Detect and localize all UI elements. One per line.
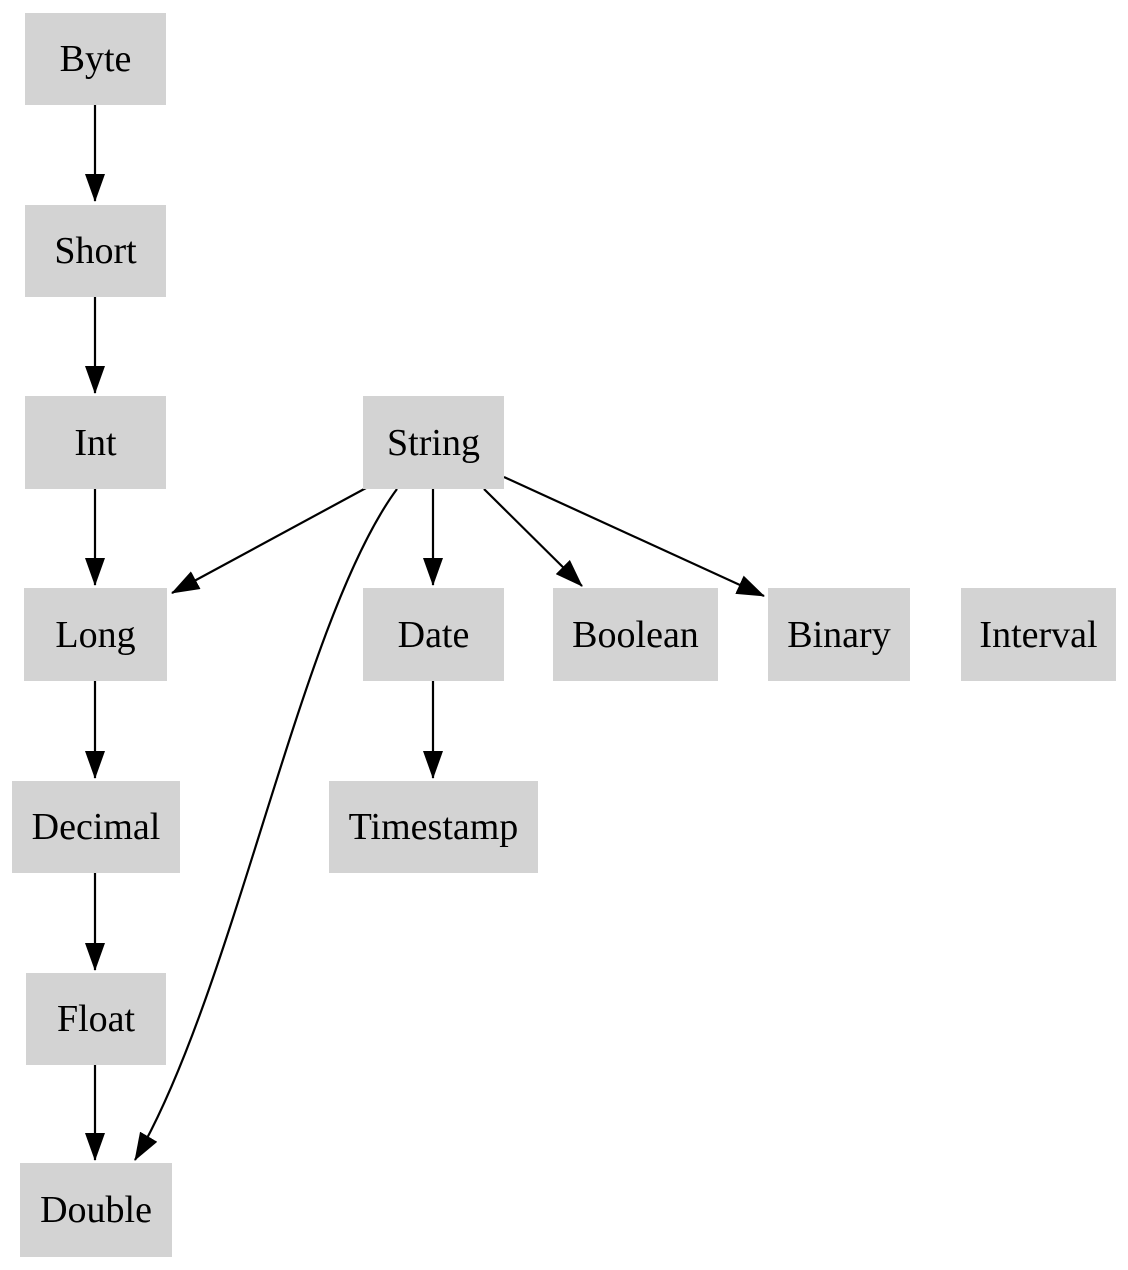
- node-string-label: String: [387, 421, 480, 464]
- node-interval: Interval: [961, 588, 1116, 681]
- node-decimal-label: Decimal: [31, 806, 161, 848]
- node-timestamp-label: Timestamp: [348, 806, 519, 848]
- node-long: Long: [24, 588, 167, 681]
- node-boolean: Boolean: [553, 588, 718, 681]
- edge-string-long: [171, 487, 367, 594]
- node-int: Int: [25, 396, 166, 489]
- node-date-label: Date: [397, 613, 470, 656]
- node-interval-label: Interval: [979, 613, 1098, 656]
- node-timestamp: Timestamp: [329, 781, 538, 873]
- node-int-label: Int: [74, 421, 117, 464]
- edge-string-binary: [503, 475, 765, 598]
- node-byte-label: Byte: [59, 38, 132, 80]
- edge-string-boolean: [483, 488, 583, 587]
- node-binary: Binary: [768, 588, 910, 681]
- node-short: Short: [25, 205, 166, 297]
- node-decimal: Decimal: [12, 781, 180, 873]
- node-boolean-label: Boolean: [572, 613, 699, 656]
- node-string: String: [363, 396, 504, 489]
- node-byte: Byte: [25, 13, 166, 105]
- node-float: Float: [26, 973, 166, 1065]
- node-float-label: Float: [56, 998, 136, 1040]
- node-short-label: Short: [54, 230, 137, 272]
- node-long-label: Long: [55, 613, 136, 656]
- node-double-label: Double: [40, 1189, 152, 1231]
- node-double: Double: [20, 1163, 172, 1257]
- node-binary-label: Binary: [787, 613, 891, 656]
- node-date: Date: [363, 588, 504, 681]
